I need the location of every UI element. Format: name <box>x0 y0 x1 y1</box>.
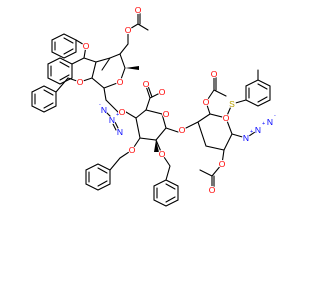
nitrogen-atom: N <box>116 127 124 137</box>
svg-text:O: O <box>119 107 126 117</box>
oxygen-atom: O <box>116 77 124 87</box>
svg-text:O: O <box>125 25 132 35</box>
oxygen-atom: O <box>124 25 132 35</box>
nitrogen-atom: N <box>242 133 250 143</box>
oxygen-atom: O <box>134 5 142 15</box>
oxygen-atom: O <box>82 41 90 51</box>
svg-text:N: N <box>255 125 261 135</box>
svg-text:O: O <box>135 5 142 15</box>
nitrogen-atom: N <box>100 105 108 115</box>
oxygen-atom: O <box>202 97 210 107</box>
svg-text:O: O <box>211 69 218 79</box>
svg-text:O: O <box>223 113 230 123</box>
svg-text:N: N <box>117 127 123 137</box>
svg-text:O: O <box>159 149 166 159</box>
positive-charge: + <box>250 129 253 135</box>
svg-text:O: O <box>143 79 150 89</box>
nitrogen-atom: N <box>108 115 116 125</box>
bonds <box>31 11 271 207</box>
oxygen-atom: O <box>128 145 136 155</box>
svg-text:O: O <box>163 109 170 119</box>
svg-text:N: N <box>267 117 273 127</box>
oxygen-atom: O <box>208 185 216 195</box>
stereo-wedges <box>125 66 159 152</box>
nitrogen-atom: N <box>254 125 262 135</box>
positive-charge: + <box>116 112 119 118</box>
svg-text:O: O <box>159 87 166 97</box>
oxygen-atom: O <box>158 87 166 97</box>
svg-text:O: O <box>219 159 226 169</box>
oxygen-atom: O <box>210 69 218 79</box>
svg-text:S: S <box>229 99 235 109</box>
svg-text:N: N <box>101 105 107 115</box>
svg-text:N: N <box>243 133 249 143</box>
svg-text:O: O <box>77 77 84 87</box>
oxygen-atom: O <box>218 159 226 169</box>
charge-labels: - + + + - <box>99 102 276 135</box>
oxygen-atom: O <box>162 109 170 119</box>
svg-text:O: O <box>117 77 124 87</box>
oxygen-atom: O <box>142 79 150 89</box>
nitrogen-atom: N <box>266 117 274 127</box>
oxygen-atom: O <box>76 77 84 87</box>
sulfur-atom: S <box>228 99 236 109</box>
svg-text:O: O <box>179 125 186 135</box>
oxygen-atom: O <box>222 113 230 123</box>
positive-charge: + <box>262 121 265 127</box>
svg-text:O: O <box>203 97 210 107</box>
oxygen-atom: O <box>178 125 186 135</box>
svg-text:O: O <box>129 145 136 155</box>
oxygen-atom: O <box>158 149 166 159</box>
oxygen-atom: O <box>118 107 126 117</box>
negative-charge: - <box>99 102 101 108</box>
negative-charge: - <box>274 113 276 119</box>
svg-text:O: O <box>83 41 90 51</box>
atom-labels: O O O O O N N N O O O O O O O O O O S N … <box>76 5 274 195</box>
svg-text:N: N <box>109 115 115 125</box>
structural-formula: O O O O O N N N O O O O O O O O O O S N … <box>31 5 276 207</box>
svg-text:O: O <box>209 185 216 195</box>
